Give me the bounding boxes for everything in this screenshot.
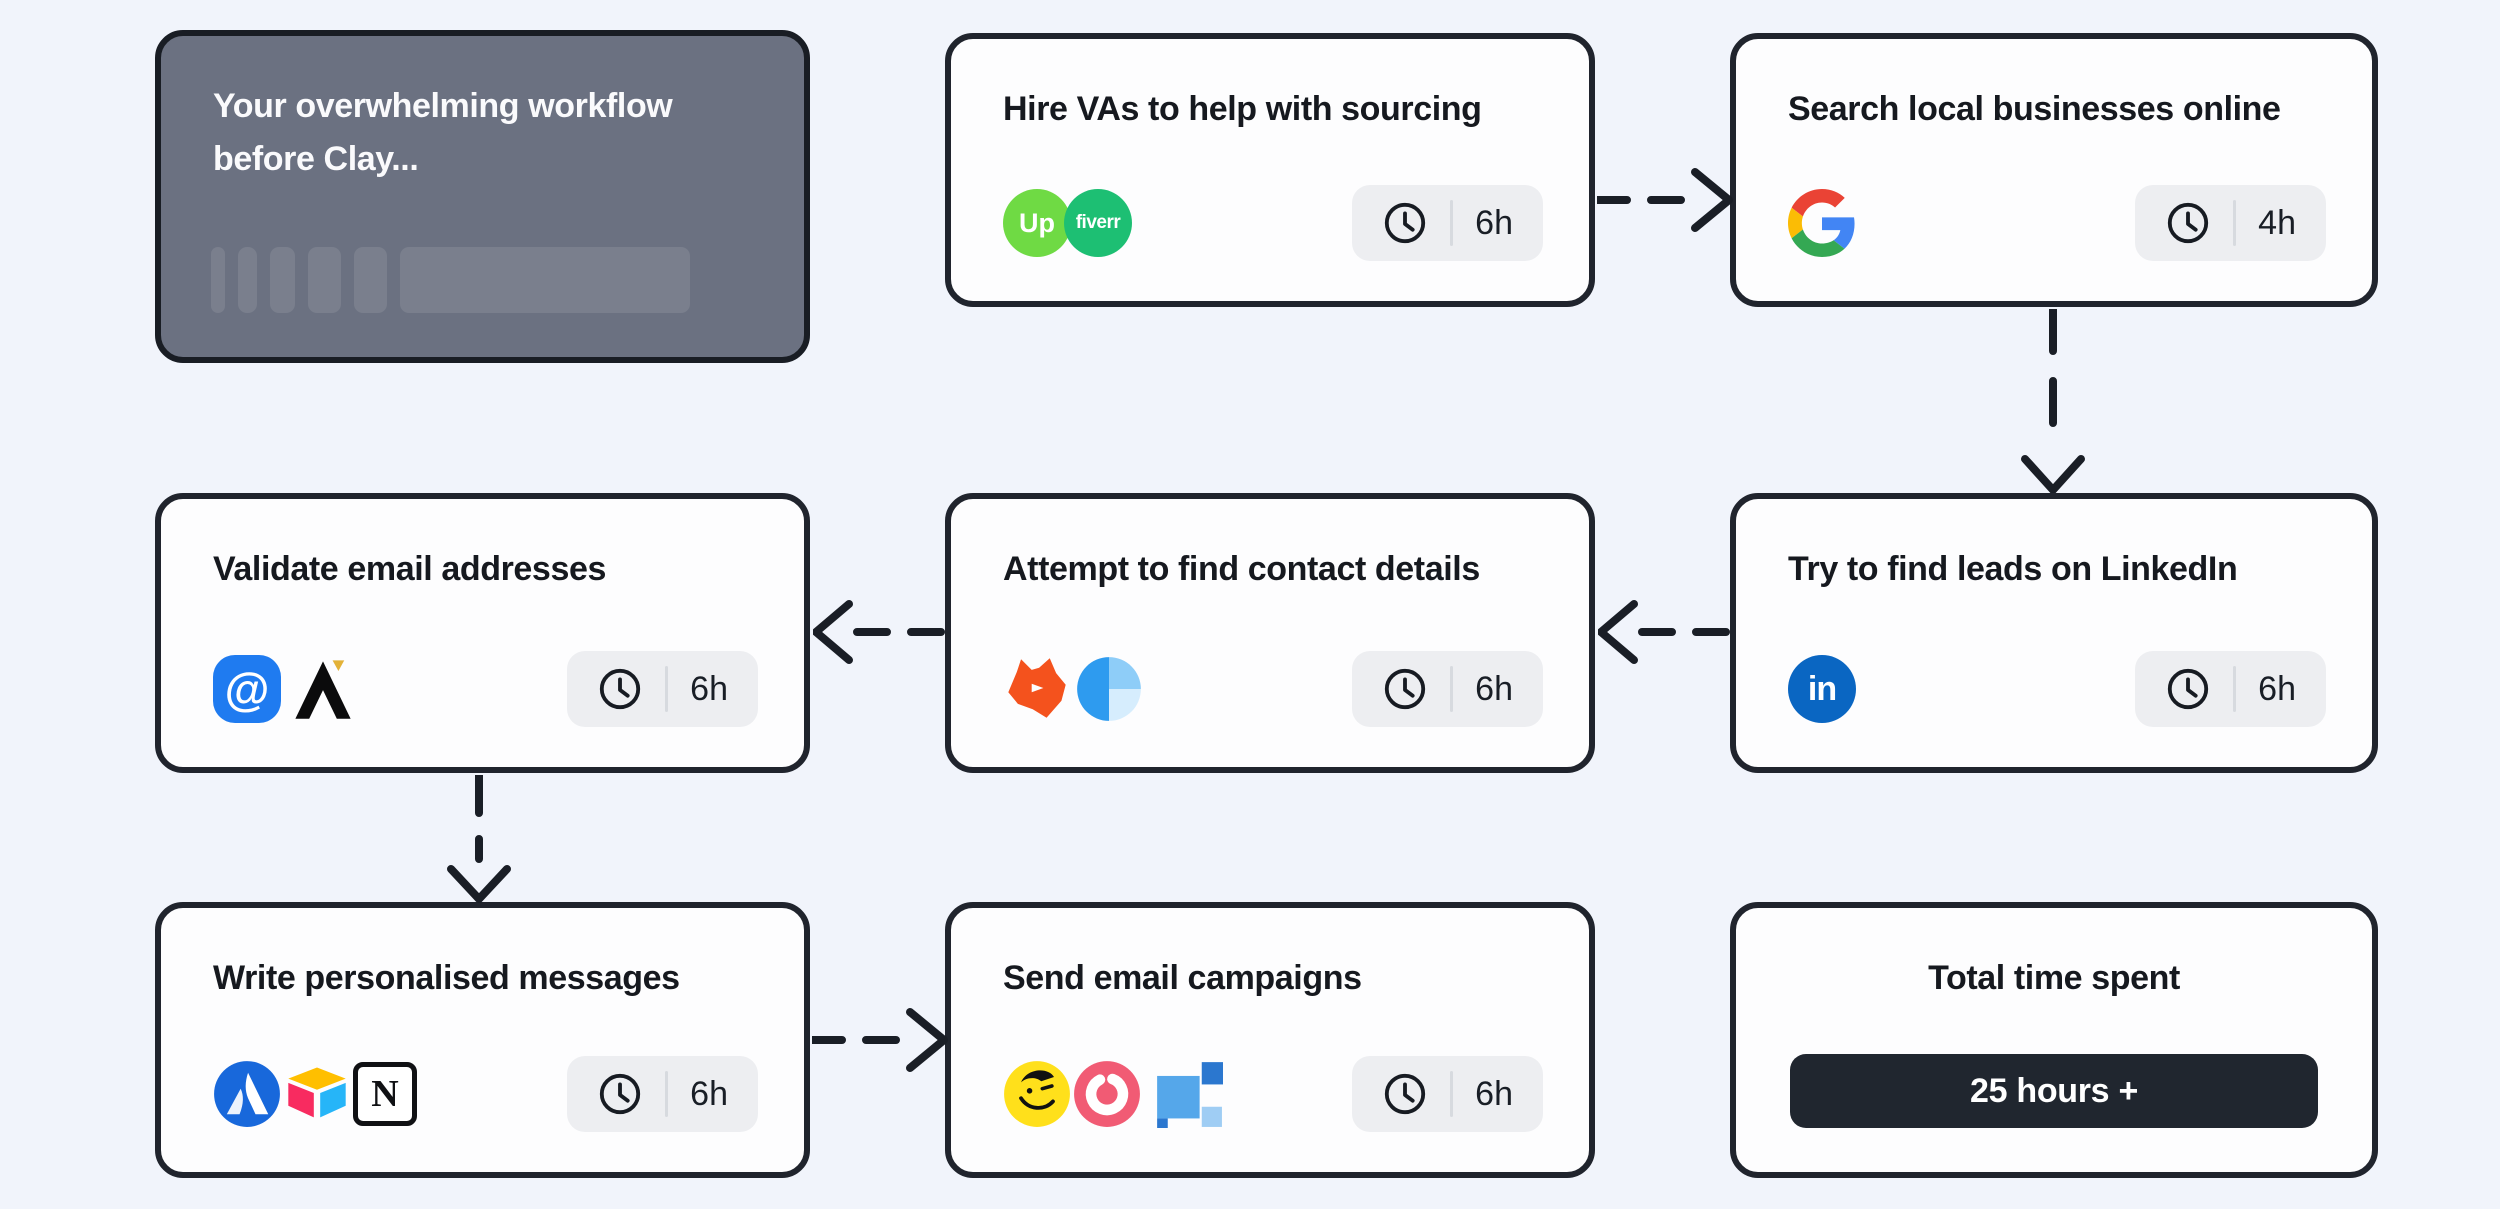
skeleton-bar-wide xyxy=(400,247,690,313)
card-title: Search local businesses online xyxy=(1788,90,2281,128)
clearbit-icon xyxy=(1077,657,1141,721)
badge-divider xyxy=(2233,200,2237,246)
arrow-hirevas-to-search xyxy=(1597,168,1733,232)
skeleton-bar xyxy=(308,247,341,313)
upwork-icon: Up xyxy=(1003,189,1071,257)
skeleton-bar xyxy=(238,247,257,313)
total-time-value: 25 hours + xyxy=(1969,1071,2138,1110)
card-validate-email: Validate email addresses @ 6h xyxy=(155,493,810,773)
time-label: 6h xyxy=(1475,669,1513,708)
clock-icon xyxy=(2168,202,2209,244)
clock-icon xyxy=(600,1073,641,1115)
at-sign-icon: @ xyxy=(213,655,281,723)
time-label: 6h xyxy=(690,1074,728,1113)
time-label: 6h xyxy=(2258,669,2296,708)
apollo-icon xyxy=(295,660,351,719)
loops-icon xyxy=(1074,1061,1140,1127)
badge-divider xyxy=(1450,1071,1454,1117)
linkedin-label: in xyxy=(1807,669,1837,708)
at-sign-label: @ xyxy=(224,663,270,715)
card-title: Hire VAs to help with sourcing xyxy=(1003,90,1482,128)
time-badge: 6h xyxy=(1352,185,1543,261)
card-title: Total time spent xyxy=(1928,959,2180,997)
time-badge: 6h xyxy=(1352,1056,1543,1132)
mailchimp-icon xyxy=(1004,1061,1070,1127)
lemlist-icon xyxy=(1157,1062,1223,1128)
skeleton-bar xyxy=(211,247,225,313)
clock-icon xyxy=(600,668,641,710)
tool-icons: @ xyxy=(213,655,357,723)
time-badge: 4h xyxy=(2135,185,2326,261)
card-write-messages: Write personalised messages N xyxy=(155,902,810,1178)
card-title: Try to find leads on LinkedIn xyxy=(1788,550,2238,588)
clock-icon xyxy=(1385,1073,1426,1115)
linkedin-icon: in xyxy=(1788,655,1856,723)
google-icon xyxy=(1788,189,1855,257)
title-line-2: before Clay... xyxy=(213,139,419,178)
tool-icons xyxy=(1003,1060,1223,1128)
upwork-label: Up xyxy=(1019,207,1055,238)
arrow-linkedin-to-findcontacts xyxy=(1598,600,1732,664)
tool-icons: Up fiverr xyxy=(1003,189,1132,257)
skeleton-bar xyxy=(354,247,387,313)
fiverr-label: fiverr xyxy=(1075,212,1121,233)
time-badge: 6h xyxy=(567,651,758,727)
title-line-1: Your overwhelming workflow xyxy=(213,87,673,125)
card-title: Write personalised messages xyxy=(213,959,680,997)
arrow-write-to-send xyxy=(812,1008,948,1072)
card-total-time: Total time spent 25 hours + xyxy=(1730,902,2378,1178)
time-badge: 6h xyxy=(2135,651,2326,727)
card-find-contacts: Attempt to find contact details xyxy=(945,493,1595,773)
clock-icon xyxy=(1385,668,1426,710)
fiverr-icon: fiverr xyxy=(1064,189,1132,257)
time-label: 6h xyxy=(690,669,728,708)
skeleton-bar xyxy=(270,247,295,313)
time-badge: 6h xyxy=(567,1056,758,1132)
tool-icons: in xyxy=(1788,655,1856,723)
arrow-findcontacts-to-validate xyxy=(813,600,947,664)
arrow-validate-to-write xyxy=(447,775,511,903)
time-label: 6h xyxy=(1475,1074,1513,1113)
fox-icon xyxy=(1008,658,1066,718)
card-title: Your overwhelming workflow before Clay..… xyxy=(213,80,764,185)
card-before-clay: Your overwhelming workflow before Clay..… xyxy=(155,30,810,363)
card-title: Validate email addresses xyxy=(213,550,606,588)
airtable-icon xyxy=(288,1067,346,1118)
card-title: Send email campaigns xyxy=(1003,959,1362,997)
card-send-campaigns: Send email campaigns xyxy=(945,902,1595,1178)
card-search-local: Search local businesses online 4h xyxy=(1730,33,2378,307)
badge-divider xyxy=(1450,200,1454,246)
arrow-search-to-linkedin xyxy=(2021,309,2085,493)
badge-divider xyxy=(2233,666,2237,712)
clock-icon xyxy=(2168,668,2209,710)
badge-divider xyxy=(665,666,669,712)
notion-icon: N xyxy=(353,1062,417,1126)
time-label: 4h xyxy=(2258,203,2296,242)
badge-divider xyxy=(1450,666,1454,712)
notion-label: N xyxy=(371,1073,399,1115)
tool-icons xyxy=(1788,189,1856,257)
tool-icons: N xyxy=(213,1060,419,1128)
card-title: Attempt to find contact details xyxy=(1003,550,1480,588)
total-time-pill: 25 hours + xyxy=(1790,1054,2318,1128)
clock-icon xyxy=(1385,202,1426,244)
skeleton-bars xyxy=(211,247,748,313)
time-label: 6h xyxy=(1475,203,1513,242)
tool-icons xyxy=(1003,655,1143,723)
time-badge: 6h xyxy=(1352,651,1543,727)
card-linkedin-leads: Try to find leads on LinkedIn in 6h xyxy=(1730,493,2378,773)
atlassian-icon xyxy=(214,1061,280,1127)
badge-divider xyxy=(665,1071,669,1117)
card-hire-vas: Hire VAs to help with sourcing Up fiverr… xyxy=(945,33,1595,307)
